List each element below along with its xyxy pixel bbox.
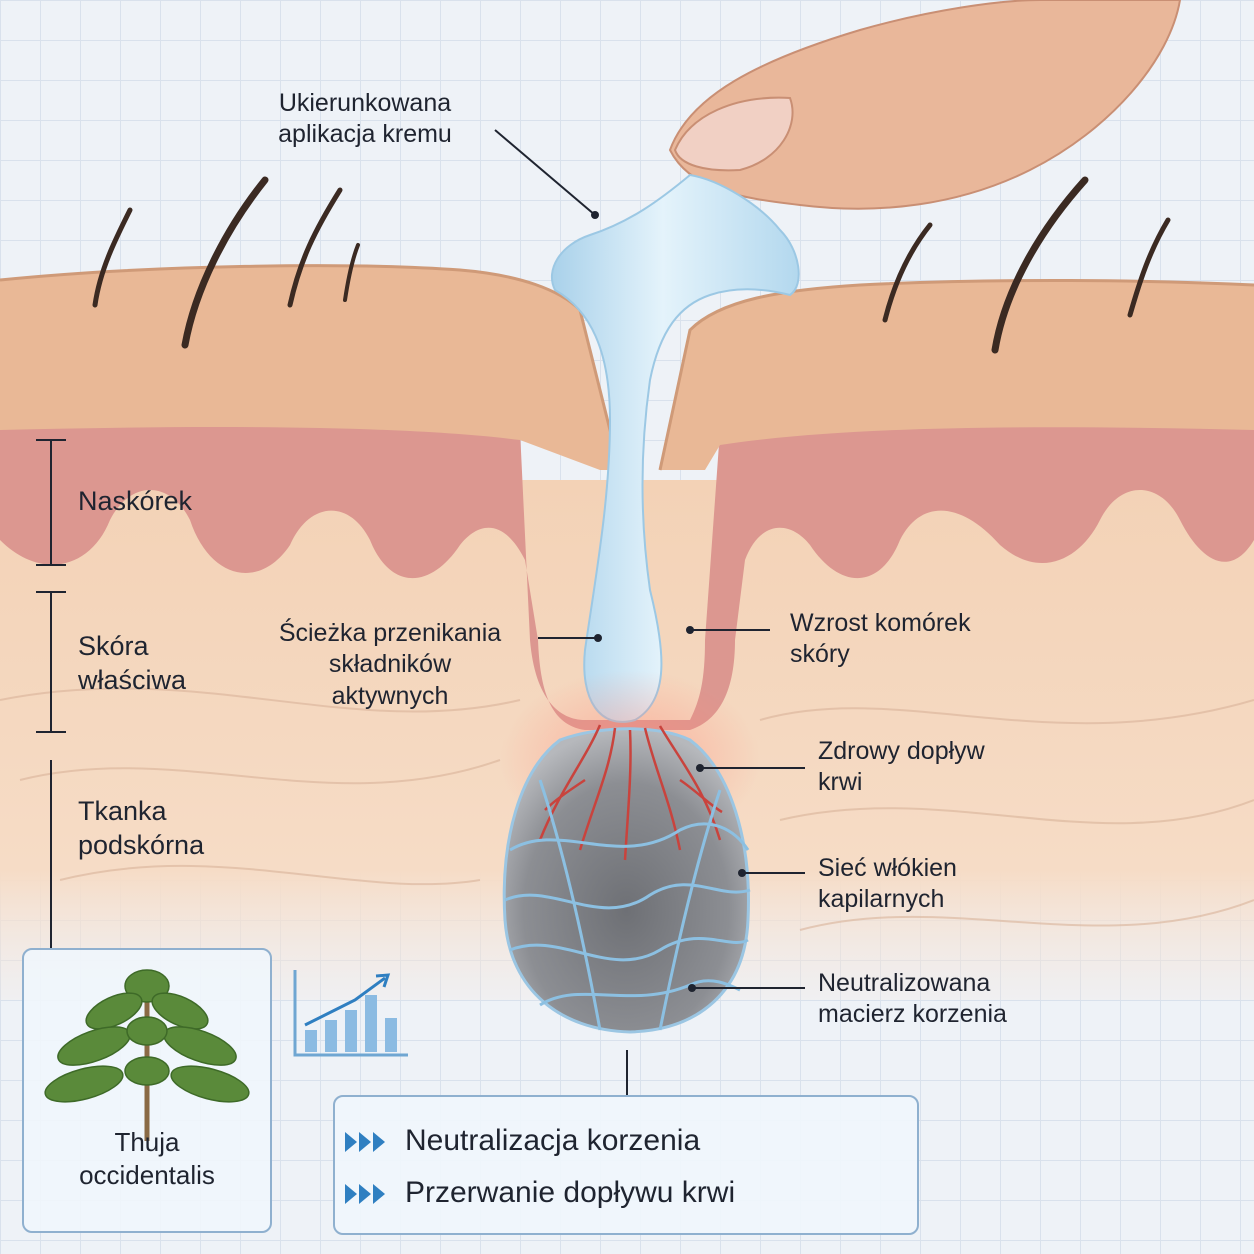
epidermis-label: Naskórek — [78, 486, 193, 516]
thuja-plant-card: Thuja occidentalis — [22, 948, 272, 1233]
cell-growth-label: Wzrost komórek skóry — [790, 609, 971, 669]
thuja-plant-icon — [44, 969, 250, 1141]
dermis-label: Skóra właściwa — [78, 631, 187, 695]
cream-application-label: Ukierunkowana aplikacja kremu — [278, 89, 452, 149]
summary-box: Neutralizacja korzenia Przerwanie dopływ… — [333, 1095, 919, 1235]
capillary-fibers — [504, 779, 751, 1031]
plant-name: Thuja occidentalis — [79, 1127, 215, 1190]
penetration-path-label: Ścieżka przenikania składników aktywnych — [278, 619, 502, 710]
double-chevron-right-icon — [345, 1184, 385, 1204]
skin-surface-line — [0, 264, 1254, 471]
capillary-network-label: Sieć włókien kapilarnych — [818, 854, 957, 914]
hairs — [92, 176, 1171, 354]
root-matrix-label: Neutralizowana macierz korzenia — [818, 969, 1007, 1029]
finger — [668, 0, 1182, 210]
summary-item: Neutralizacja korzenia — [345, 1121, 917, 1173]
epidermis-layer — [0, 413, 1254, 730]
stratum-corneum-layer — [0, 265, 1254, 470]
subcutaneous-label: Tkanka podskórna — [78, 796, 205, 860]
leader-lines — [36, 129, 805, 1095]
root-matrix — [502, 727, 750, 1034]
double-chevron-right-icon — [345, 1132, 385, 1152]
leader-dots — [591, 211, 746, 992]
blood-vessels — [538, 724, 723, 861]
fingernail — [673, 96, 794, 172]
growth-chart-icon — [293, 970, 408, 1057]
dermis-fibers — [0, 687, 1254, 931]
blood-supply-label: Zdrowy dopływ krwi — [818, 737, 985, 797]
summary-item: Przerwanie dopływu krwi — [345, 1173, 917, 1225]
